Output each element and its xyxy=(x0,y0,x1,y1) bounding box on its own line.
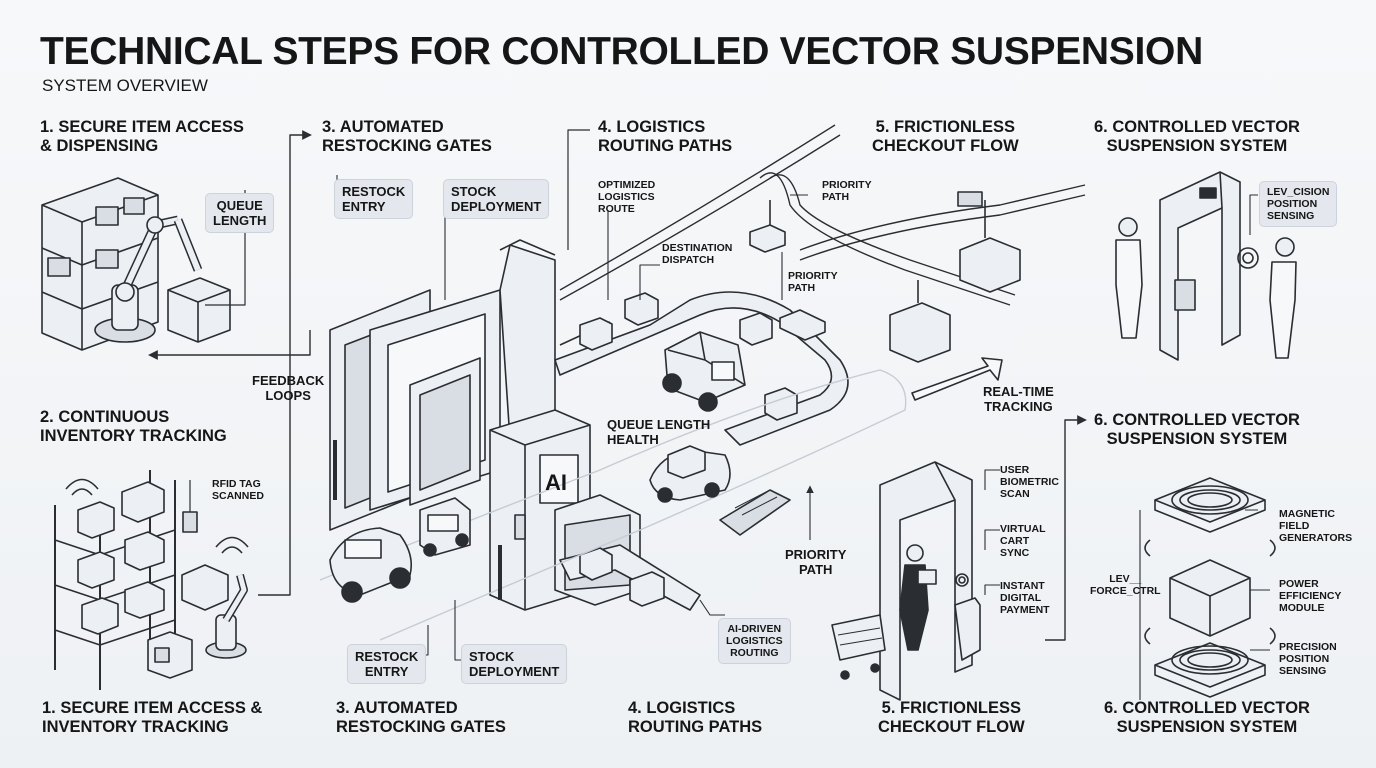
label-virtual-cart: VIRTUAL CART SYNC xyxy=(1000,523,1046,559)
fingerprint-icon xyxy=(1237,247,1259,269)
heading-step4-bottom: 4. LOGISTICS ROUTING PATHS xyxy=(628,699,763,736)
heading-step6-bottom: 6. CONTROLLED VECTOR SUSPENSION SYSTEM xyxy=(1104,699,1310,736)
label-lev-force: LEV__ FORCE_CTRL xyxy=(1090,573,1161,597)
shelf-icon xyxy=(41,177,159,351)
page-title: TECHNICAL STEPS FOR CONTROLLED VECTOR SU… xyxy=(40,30,1203,73)
fingerprint-icon xyxy=(955,573,969,587)
heading-step3-bottom: 3. AUTOMATED RESTOCKING GATES xyxy=(336,699,506,736)
heading-step6-mid: 6. CONTROLLED VECTOR SUSPENSION SYSTEM xyxy=(1094,411,1300,448)
label-ai-routing: AI-DRIVEN LOGISTICS ROUTING xyxy=(718,618,791,664)
gate-icon xyxy=(879,461,973,701)
label-power-module: POWER EFFICIENCY MODULE xyxy=(1279,578,1342,614)
label-priority-path-c: PRIORITY PATH xyxy=(785,547,847,577)
heading-step5-bottom: 5. FRICTIONLESS CHECKOUT FLOW xyxy=(878,699,1025,736)
label-feedback-loops: FEEDBACK LOOPS xyxy=(252,373,325,403)
shelf-icon xyxy=(54,470,176,690)
heading-step2-mid: 2. CONTINUOUS INVENTORY TRACKING xyxy=(40,408,227,445)
label-stock-deployment-top: STOCK DEPLOYMENT xyxy=(443,179,550,219)
cart-icon xyxy=(831,614,886,680)
vehicle-icon xyxy=(329,331,746,603)
label-queue-length: QUEUE LENGTH xyxy=(205,193,275,233)
label-stock-deployment-bottom: STOCK DEPLOYMENT xyxy=(461,644,568,684)
heading-step1-top: 1. SECURE ITEM ACCESS & DISPENSING xyxy=(40,118,244,155)
label-restock-entry-top: RESTOCK ENTRY xyxy=(334,179,414,219)
conveyor-icon xyxy=(554,291,849,611)
heading-step3-top: 3. AUTOMATED RESTOCKING GATES xyxy=(322,118,492,155)
label-restock-entry-bottom: RESTOCK ENTRY xyxy=(347,644,427,684)
label-magnetic-field: MAGNETIC FIELD GENERATORS xyxy=(1279,508,1353,544)
ai-kiosk-mark: AI xyxy=(545,470,567,495)
rfid-wave-icon xyxy=(65,478,249,554)
box-icon xyxy=(147,564,229,679)
label-priority-path-b: PRIORITY PATH xyxy=(788,270,838,294)
label-lev-cision: LEV_CISION POSITION SENSING xyxy=(1259,181,1338,227)
label-optimized-route: OPTIMIZED LOGISTICS ROUTE xyxy=(598,179,656,215)
label-real-time-tracking: REAL-TIME TRACKING xyxy=(983,384,1054,414)
robot-arm-icon xyxy=(94,215,203,343)
gate-icon xyxy=(1159,171,1241,361)
label-rfid-tag: RFID TAG SCANNED xyxy=(212,478,264,502)
heading-step6-top: 6. CONTROLLED VECTOR SUSPENSION SYSTEM xyxy=(1094,118,1300,155)
label-user-biometric: USER BIOMETRIC SCAN xyxy=(1000,464,1059,500)
heading-step5-top: 5. FRICTIONLESS CHECKOUT FLOW xyxy=(872,118,1019,155)
heading-step1-bottom: 1. SECURE ITEM ACCESS & INVENTORY TRACKI… xyxy=(42,699,263,736)
drone-icon xyxy=(749,191,1021,363)
heading-step4-top: 4. LOGISTICS ROUTING PATHS xyxy=(598,118,733,155)
label-instant-payment: INSTANT DIGITAL PAYMENT xyxy=(1000,580,1050,616)
page-subtitle: SYSTEM OVERVIEW xyxy=(42,76,208,95)
label-queue-health: QUEUE LENGTH HEALTH xyxy=(607,417,711,447)
gate-icon xyxy=(329,239,556,531)
label-priority-path-a: PRIORITY PATH xyxy=(822,179,872,203)
person-icon xyxy=(1115,217,1297,359)
box-icon xyxy=(167,277,231,343)
magnet-coil-icon xyxy=(1154,477,1266,698)
label-destination-dispatch: DESTINATION DISPATCH xyxy=(662,242,733,266)
robot-arm-icon xyxy=(205,573,248,659)
person-icon xyxy=(899,544,937,651)
label-precision-sensing: PRECISION POSITION SENSING xyxy=(1279,641,1337,677)
